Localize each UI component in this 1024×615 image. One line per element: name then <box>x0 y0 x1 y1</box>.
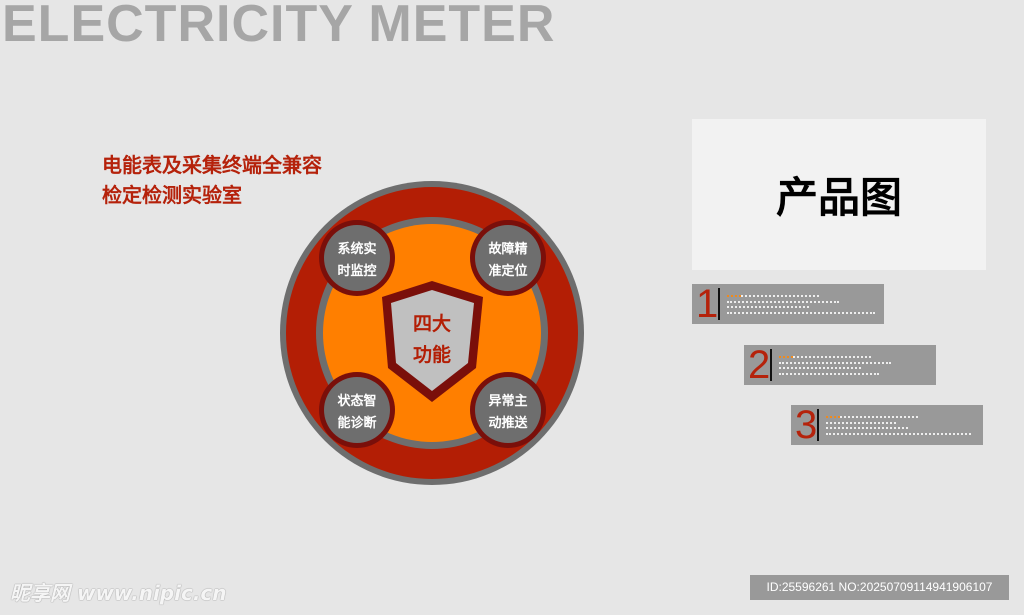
subtitle-line1: 电能表及采集终端全兼容 <box>102 153 322 177</box>
step-card-3: 3 <box>791 403 983 447</box>
subtitle: 电能表及采集终端全兼容 检定检测实验室 <box>102 150 322 210</box>
center-line2: 功能 <box>413 343 451 366</box>
product-label: 产品图 <box>775 173 902 222</box>
function-line1: 状态智 <box>337 393 376 409</box>
function-line2: 动推送 <box>488 415 528 431</box>
product-image-placeholder: 产品图 <box>692 119 986 270</box>
step-number: 3 <box>795 403 818 447</box>
page-title: ELECTRICITY METER <box>2 0 556 53</box>
step-card-1: 1 <box>692 282 884 326</box>
function-line1: 故障精 <box>488 241 527 257</box>
function-line1: 异常主 <box>488 393 527 409</box>
watermark: 昵享网 www.nipic.cn <box>10 581 227 605</box>
image-id-badge: ID:25596261 NO:20250709114941906107 <box>750 575 1009 600</box>
step-number: 1 <box>696 282 719 326</box>
step-card-2: 2 <box>744 343 936 387</box>
function-line2: 能诊断 <box>337 415 376 431</box>
subtitle-line2: 检定检测实验室 <box>102 183 242 207</box>
function-line2: 准定位 <box>488 263 527 279</box>
center-line1: 四大 <box>413 312 451 335</box>
function-line2: 时监控 <box>337 263 376 279</box>
function-line1: 系统实 <box>337 241 376 257</box>
step-number: 2 <box>748 343 771 387</box>
